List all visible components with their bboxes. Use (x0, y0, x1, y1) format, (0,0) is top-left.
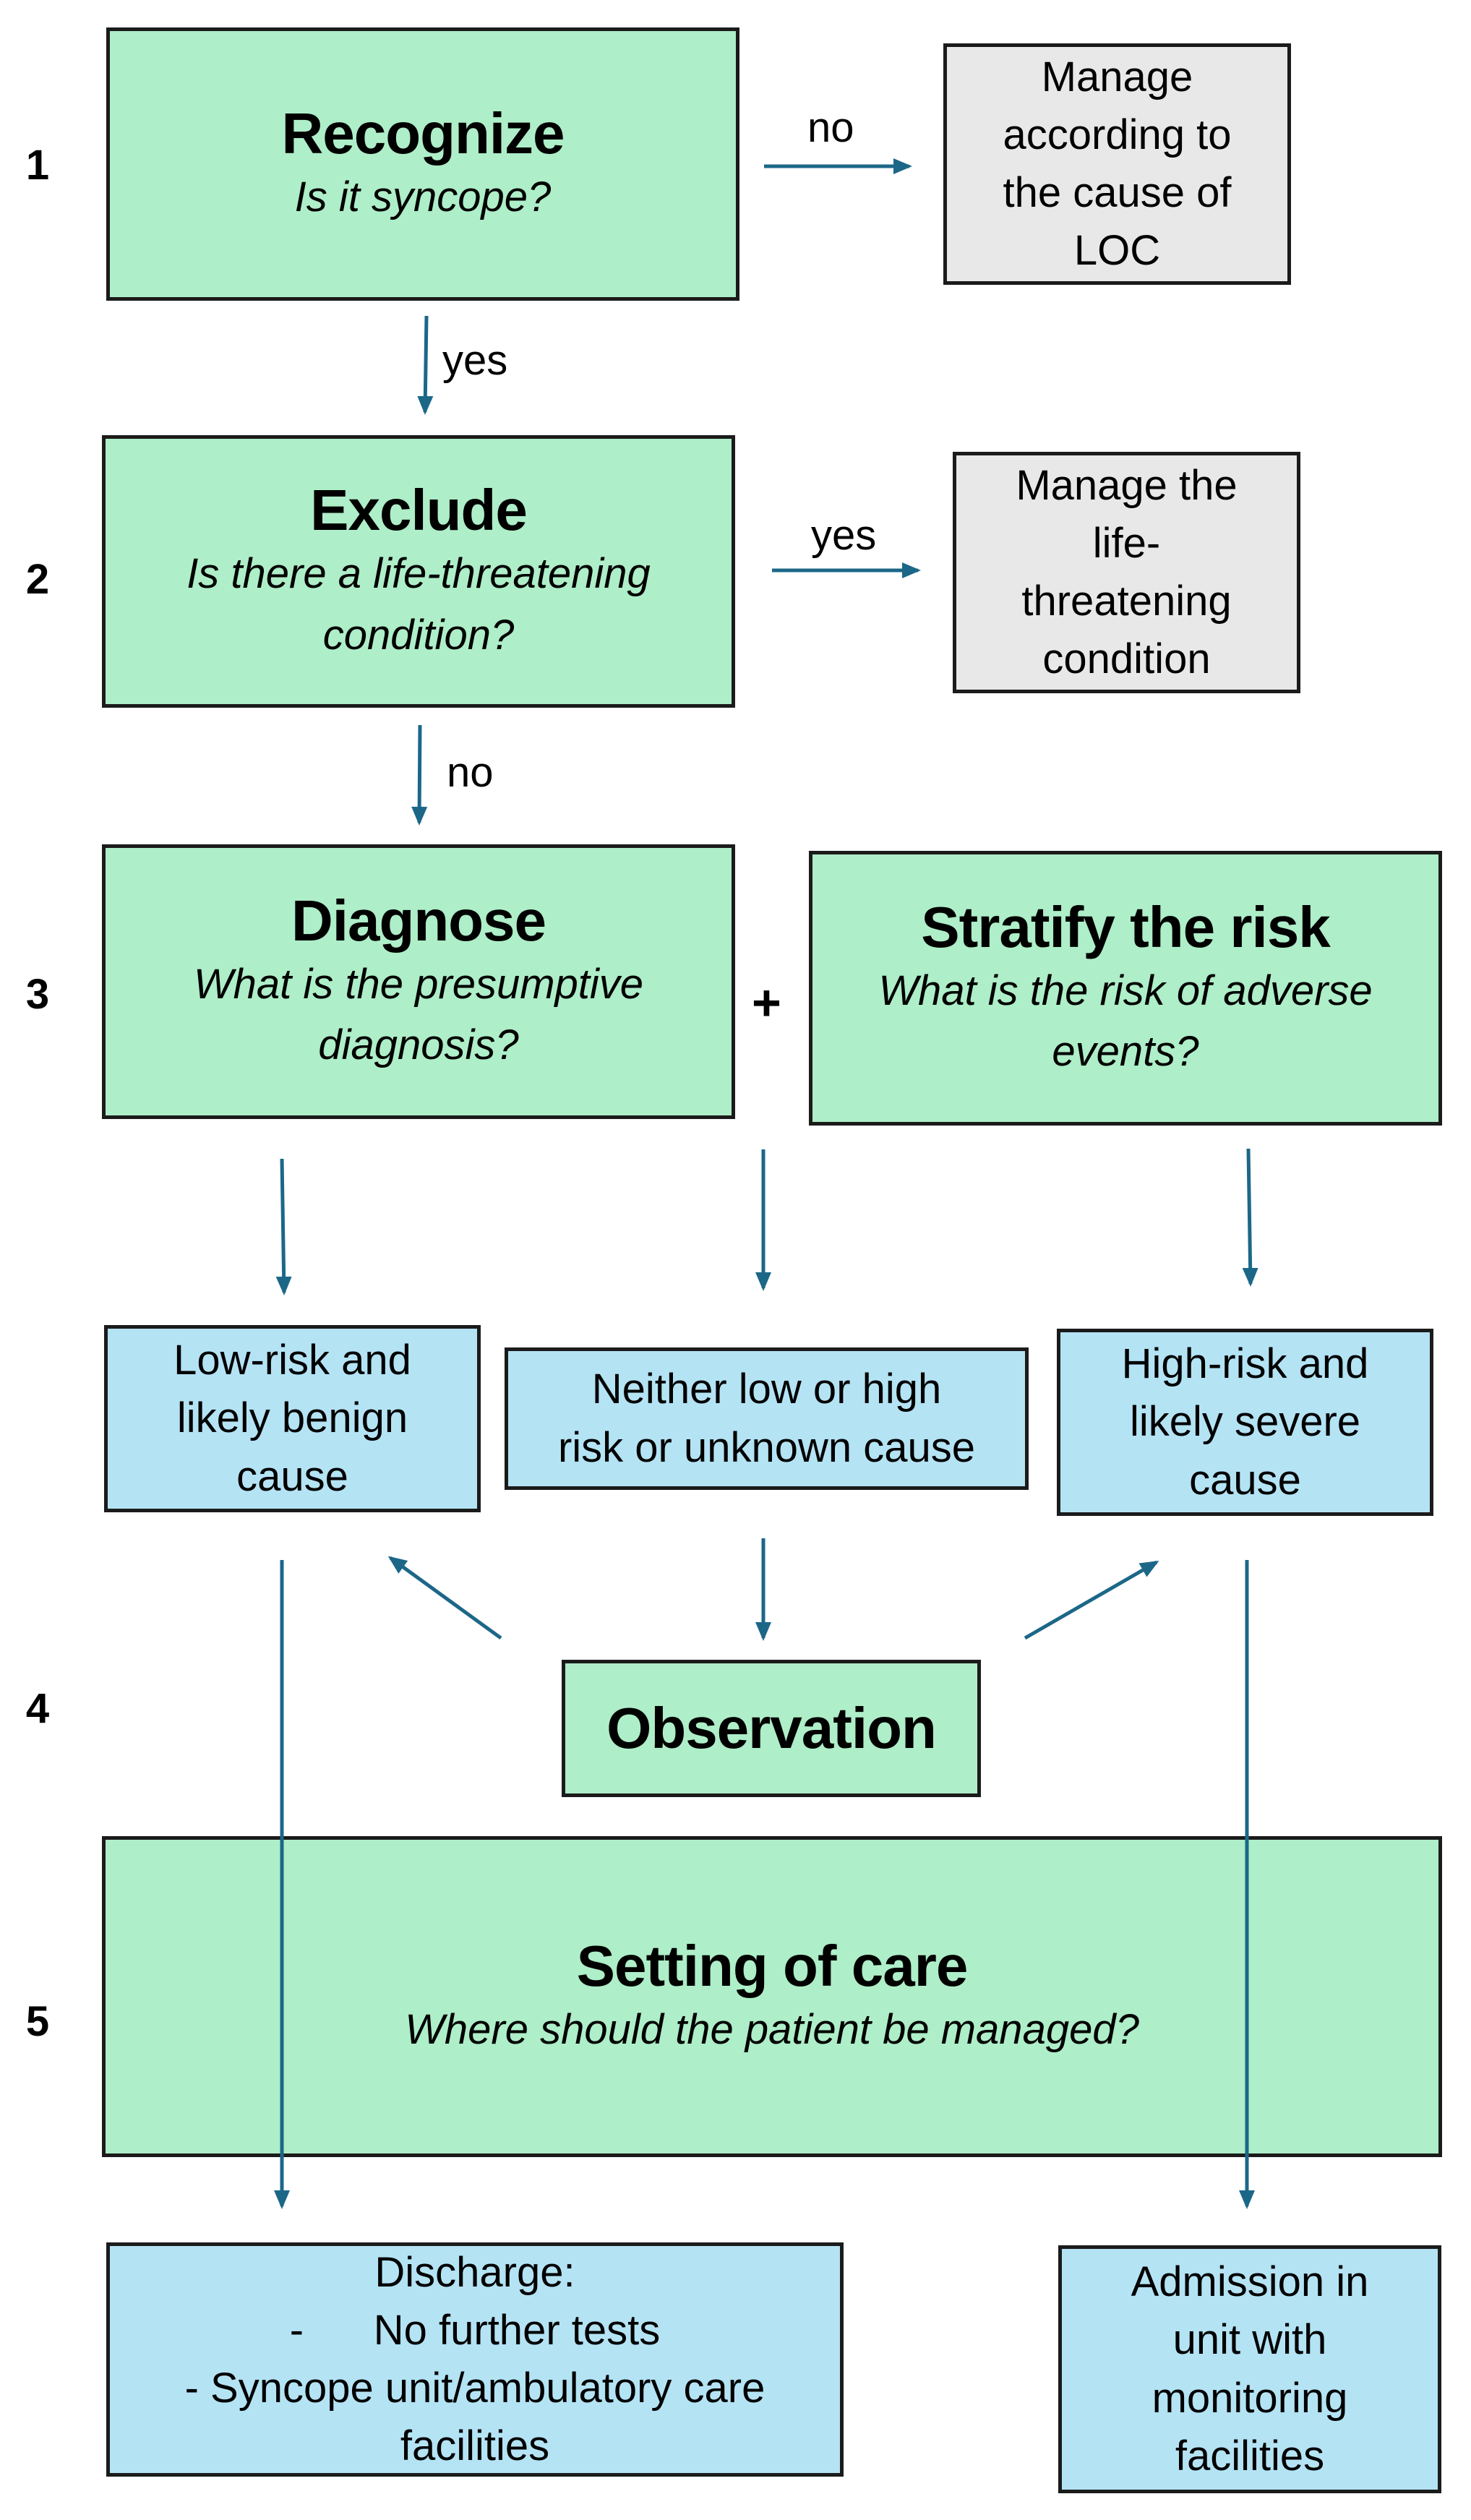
exclude-question-line: condition? (322, 611, 515, 659)
high-risk-line: High-risk and (1121, 1340, 1369, 1388)
arrow-diagnose-to-low-risk (275, 1158, 292, 1295)
stratify-risk-box: Stratify the risk What is the risk of ad… (809, 851, 1442, 1126)
diagnose-question-line: What is the presumptive (193, 960, 644, 1008)
neither-line: Neither low or high (591, 1366, 942, 1413)
recognize-box: Recognize Is it syncope? (106, 27, 739, 301)
arrow-label-exclude-yes: yes (811, 512, 877, 559)
discharge-line: facilities (400, 2422, 550, 2470)
stratify-question-line: events? (1052, 1028, 1199, 1075)
arrow-recognize-to-exclude (417, 315, 434, 415)
manage-loc-line: according to (1003, 111, 1232, 158)
stratify-title: Stratify the risk (921, 894, 1330, 959)
arrow-exclude-to-diagnose (411, 724, 428, 826)
setting-question: Where should the patient be managed? (405, 2005, 1139, 2053)
manage-life-line: condition (1042, 635, 1211, 683)
manage-life-threatening-box: Manage the life- threatening condition (953, 452, 1300, 693)
high-risk-line: likely severe (1129, 1398, 1361, 1446)
admission-box: Admission in unit with monitoring facili… (1058, 2245, 1441, 2493)
low-risk-box: Low-risk and likely benign cause (104, 1325, 481, 1512)
high-risk-line: cause (1189, 1456, 1301, 1504)
admission-line: Admission in (1131, 2258, 1369, 2306)
setting-title: Setting of care (576, 1933, 969, 1998)
admission-line: facilities (1175, 2432, 1325, 2480)
high-risk-box: High-risk and likely severe cause (1057, 1329, 1433, 1516)
arrow-observation-to-high-risk (1024, 1560, 1159, 1640)
admission-line: unit with (1172, 2316, 1327, 2364)
discharge-box: Discharge: - No further tests - Syncope … (106, 2242, 844, 2477)
manage-loc-line: LOC (1073, 227, 1161, 275)
step-number-3: 3 (25, 971, 50, 1018)
step-number-2: 2 (25, 556, 50, 603)
exclude-question-line: Is there a life-threatening (186, 550, 651, 598)
diagnose-question-line: diagnosis? (318, 1021, 519, 1068)
plus-sign: + (752, 974, 781, 1031)
low-risk-line: likely benign (176, 1394, 408, 1442)
manage-life-line: Manage the (1016, 461, 1238, 509)
arrow-stratify-to-high-risk (1242, 1148, 1258, 1287)
diagnose-title: Diagnose (291, 888, 546, 953)
admission-line: monitoring (1152, 2374, 1348, 2422)
discharge-line: Discharge: (374, 2248, 575, 2296)
recognize-title: Recognize (281, 100, 565, 166)
neither-line: risk or unknown cause (557, 1423, 976, 1471)
low-risk-line: Low-risk and (173, 1337, 411, 1384)
stratify-question-line: What is the risk of adverse (878, 967, 1373, 1014)
exclude-title: Exclude (310, 478, 528, 543)
step-number-4: 4 (25, 1685, 50, 1732)
setting-of-care-box: Setting of care Where should the patient… (102, 1836, 1442, 2157)
discharge-line: - No further tests (289, 2306, 661, 2354)
discharge-line: - Syncope unit/ambulatory care (184, 2365, 765, 2412)
observation-box: Observation (562, 1660, 981, 1797)
low-risk-line: cause (236, 1452, 348, 1500)
step-number-5: 5 (25, 1998, 50, 2045)
diagnose-box: Diagnose What is the presumptive diagnos… (102, 844, 735, 1119)
exclude-box: Exclude Is there a life-threatening cond… (102, 435, 735, 708)
manage-life-line: threatening (1021, 578, 1232, 625)
manage-loc-line: the cause of (1003, 169, 1232, 216)
observation-title: Observation (606, 1696, 937, 1760)
neither-low-high-box: Neither low or high risk or unknown caus… (505, 1347, 1029, 1490)
arrow-label-recognize-yes: yes (442, 337, 508, 384)
manage-loc-line: Manage (1041, 53, 1193, 100)
manage-loc-box: Manage according to the cause of LOC (943, 43, 1291, 285)
arrow-label-recognize-no: no (807, 104, 854, 151)
recognize-question: Is it syncope? (294, 173, 552, 220)
step-number-1: 1 (25, 142, 50, 189)
manage-life-line: life- (1092, 519, 1161, 567)
arrow-label-exclude-no: no (447, 749, 494, 796)
arrow-observation-to-low-risk (387, 1556, 502, 1640)
